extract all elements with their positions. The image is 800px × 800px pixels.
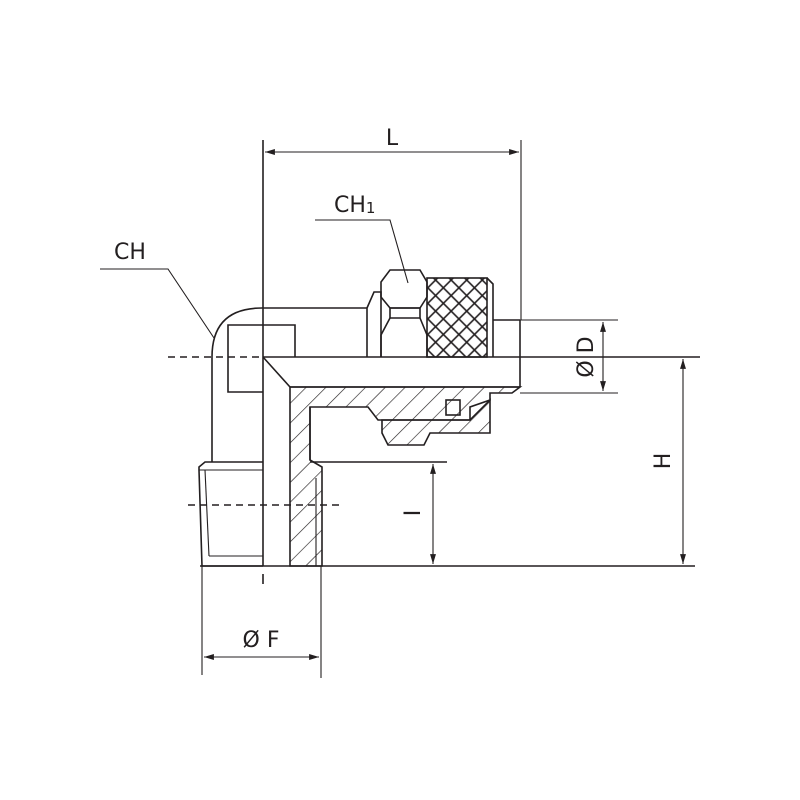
label-ch: CH <box>114 240 146 265</box>
label-i: I <box>401 510 426 517</box>
leader-ch1: CH1 <box>315 193 409 284</box>
label-ch1: CH1 <box>334 193 375 218</box>
elbow-body <box>211 307 700 567</box>
nut-ch1 <box>366 269 520 358</box>
label-d: Ø D <box>574 336 599 377</box>
dimension-i: I <box>401 464 436 564</box>
dimension-f: Ø F <box>201 566 322 678</box>
label-h: H <box>651 453 676 470</box>
label-f: Ø F <box>243 628 280 653</box>
leader-ch: CH <box>100 240 215 339</box>
label-l: L <box>386 126 399 151</box>
dimension-l: L <box>265 126 522 320</box>
dimension-d: Ø D <box>520 319 618 394</box>
dimension-h: H <box>651 359 686 564</box>
thread <box>198 461 695 567</box>
